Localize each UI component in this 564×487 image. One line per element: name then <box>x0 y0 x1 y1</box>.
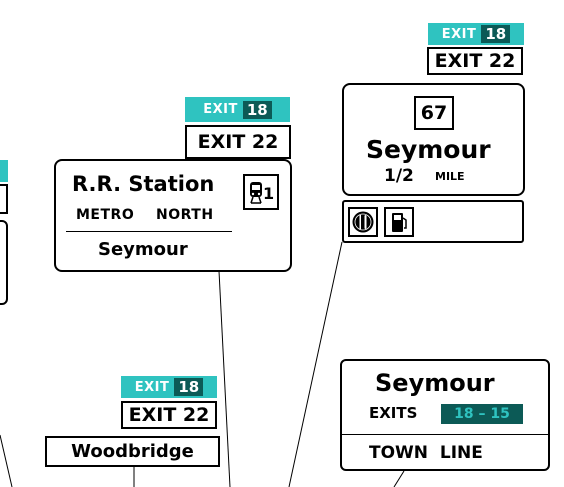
woodbridge-exit-tab: EXIT 18 <box>121 376 217 398</box>
town-line-subtitle: TOWN LINE <box>369 443 483 463</box>
mile-main-sign: 67 Seymour 1/2 MILE <box>342 83 525 196</box>
woodbridge-tab-exit-word: EXIT <box>134 379 170 395</box>
rr-exit-tab: EXIT 18 <box>185 97 290 122</box>
mile-distance-number: 1/2 <box>384 166 414 186</box>
rr-line-north: NORTH <box>156 207 214 223</box>
town-line-sign: Seymour EXITS 18 – 15 TOWN LINE <box>340 359 550 471</box>
town-line-exits-word: EXITS <box>369 404 418 422</box>
mile-exit-label: EXIT 22 <box>434 50 516 72</box>
rr-divider <box>66 231 232 232</box>
left-partial-exit-box <box>0 184 8 214</box>
woodbridge-destination: Woodbridge <box>71 441 194 462</box>
mile-destination: Seymour <box>366 135 491 164</box>
route-shield: 67 <box>414 96 454 130</box>
town-line-divider <box>342 434 548 435</box>
rr-main-sign: R.R. Station METRO NORTH Seymour 1 <box>54 159 292 272</box>
rr-exit-box: EXIT 22 <box>185 125 291 159</box>
town-line-exits-range: 18 – 15 <box>441 404 523 424</box>
route-number: 67 <box>420 102 448 124</box>
services-panel <box>342 200 524 243</box>
mile-distance-unit: MILE <box>435 170 465 183</box>
woodbridge-tab-exit-number: 18 <box>174 378 204 396</box>
rr-destination: Seymour <box>98 239 188 260</box>
woodbridge-exit-box: EXIT 22 <box>121 401 217 429</box>
svg-text:1: 1 <box>263 184 274 203</box>
rr-tab-exit-word: EXIT <box>203 102 238 117</box>
rr-title: R.R. Station <box>72 172 215 196</box>
rr-tab-exit-number: 18 <box>242 100 272 119</box>
town-line-title: Seymour <box>375 369 495 397</box>
mile-tab-exit-number: 18 <box>481 25 511 43</box>
mile-tab-exit-word: EXIT <box>441 26 477 42</box>
food-icon <box>348 207 378 237</box>
rr-line-metro: METRO <box>76 207 135 223</box>
rr-exit-label: EXIT 22 <box>197 131 279 153</box>
train-route-1-icon: 1 <box>243 174 279 210</box>
left-partial-main-box <box>0 220 8 305</box>
woodbridge-destination-box: Woodbridge <box>45 436 220 467</box>
left-partial-tab <box>0 160 8 182</box>
gas-icon <box>384 207 414 237</box>
mile-exit-box: EXIT 22 <box>427 47 523 75</box>
woodbridge-exit-label: EXIT 22 <box>128 404 210 426</box>
left-partial-sign <box>0 160 8 305</box>
mile-exit-tab: EXIT 18 <box>428 23 524 45</box>
